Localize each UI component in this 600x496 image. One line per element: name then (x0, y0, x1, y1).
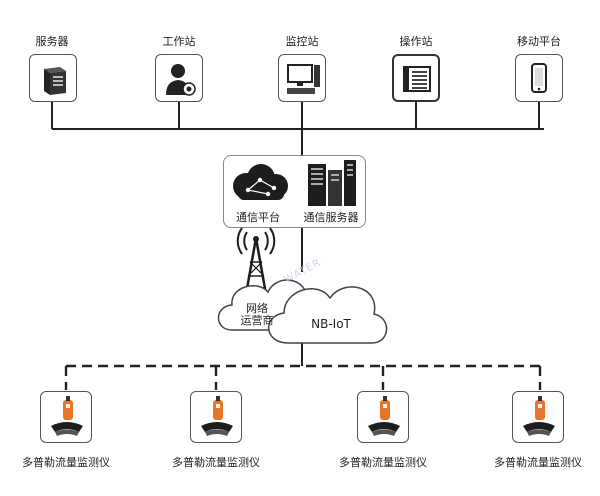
nbiot-label: NB-IoT (311, 317, 351, 331)
network-operator-label-line1: 网络 (246, 302, 268, 315)
workstation-node[interactable] (155, 54, 203, 102)
device-node-2[interactable] (190, 391, 242, 443)
signal-tower-icon (236, 227, 276, 301)
device-node-4[interactable] (512, 391, 564, 443)
doppler-flow-meter-icon (368, 396, 400, 436)
device-node-1[interactable] (40, 391, 92, 443)
network-operator-label-line2: 运营商 (240, 314, 274, 327)
nbiot-cloud-shape (267, 286, 388, 344)
monitor-station-label: 监控站 (285, 35, 319, 48)
operator-station-node[interactable] (392, 54, 440, 102)
server-node[interactable] (29, 54, 77, 102)
doppler-flow-meter-icon (523, 396, 555, 436)
server-rack-icon (308, 160, 356, 206)
doppler-flow-meter-icon (201, 396, 233, 436)
workstation-label: 工作站 (162, 35, 196, 48)
comm-platform-label: 通信平台 (236, 211, 280, 224)
operator-station-label: 操作站 (399, 35, 433, 48)
server-icon (44, 67, 66, 95)
mobile-phone-icon (531, 63, 547, 93)
monitor-station-node[interactable] (278, 54, 326, 102)
comm-server-label: 通信服务器 (303, 211, 359, 224)
mobile-platform-label: 移动平台 (517, 35, 561, 48)
workstation-user-icon (166, 64, 196, 96)
device-label-2: 多普勒流量监测仪 (172, 456, 260, 469)
device-label-1: 多普勒流量监测仪 (22, 456, 110, 469)
device-node-3[interactable] (357, 391, 409, 443)
device-label-4: 多普勒流量监测仪 (494, 456, 582, 469)
server-label: 服务器 (35, 35, 69, 48)
tower-antenna-tip (253, 236, 259, 242)
doppler-flow-meter-icon (51, 396, 83, 436)
monitor-station-icon (287, 64, 320, 94)
mobile-platform-node[interactable] (515, 54, 563, 102)
device-label-3: 多普勒流量监测仪 (339, 456, 427, 469)
cloud-network-icon (233, 164, 288, 200)
operator-station-icon (403, 66, 431, 92)
comm-platform-panel (223, 155, 366, 228)
